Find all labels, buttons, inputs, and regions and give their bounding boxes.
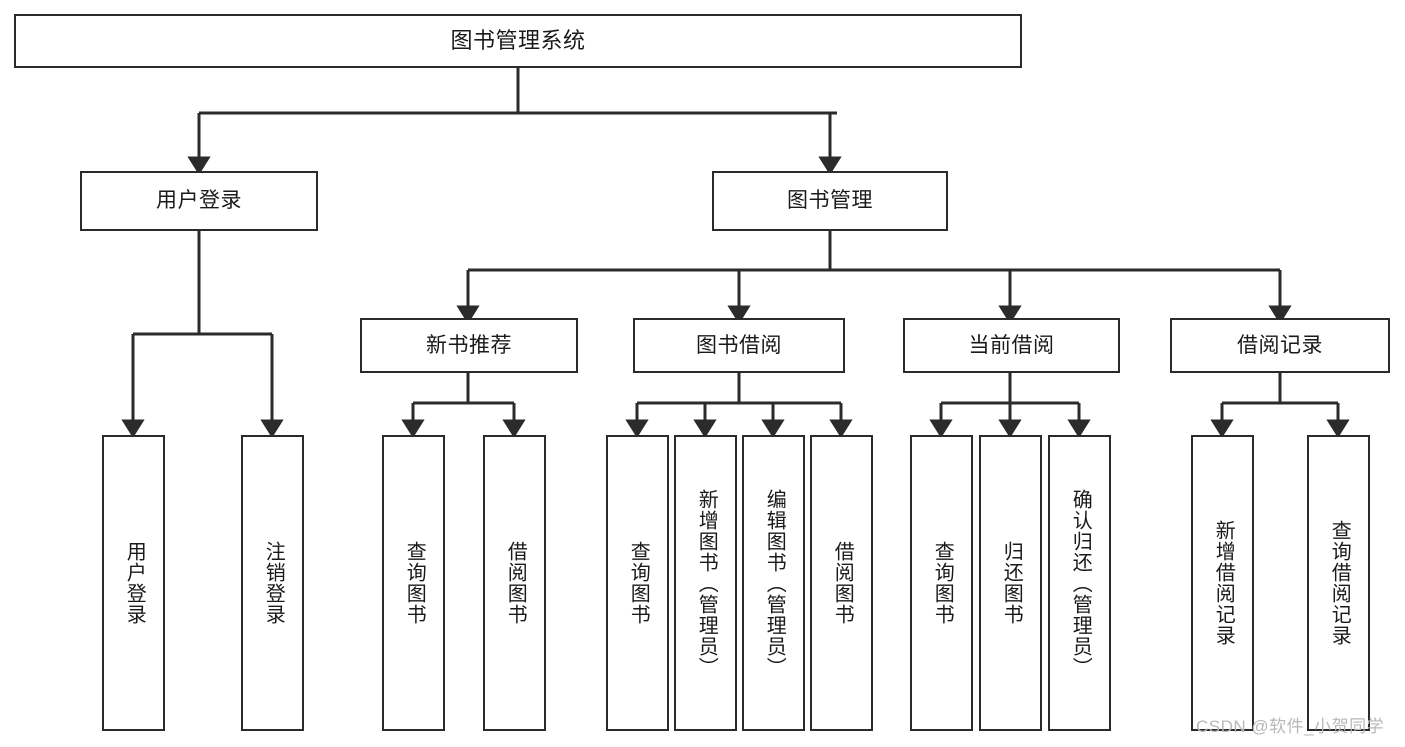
leaf-new-book-1[interactable]: 借阅图书 [483,435,546,731]
leaf-current-borrow-0[interactable]: 查询图书 [910,435,973,731]
node-book-borrow[interactable]: 图书借阅 [633,318,845,373]
node-book-manage-label: 图书管理 [787,189,873,213]
node-borrow-record-label: 借阅记录 [1237,333,1323,357]
node-borrow-record[interactable]: 借阅记录 [1170,318,1390,373]
leaf-user-login-0-label: 用户登录 [123,541,146,625]
leaf-book-borrow-3-label: 借阅图书 [831,541,854,625]
leaf-user-login-0[interactable]: 用户登录 [102,435,165,731]
leaf-current-borrow-1-label: 归还图书 [1000,541,1023,625]
leaf-new-book-1-label: 借阅图书 [504,541,527,625]
node-book-manage[interactable]: 图书管理 [712,171,948,231]
leaf-new-book-0[interactable]: 查询图书 [382,435,445,731]
leaf-current-borrow-2-label: 确认归还（管理员） [1069,488,1092,678]
watermark: CSDN @软件_小贺同学 [1196,717,1385,736]
leaf-book-borrow-1-label: 新增图书（管理员） [695,488,718,678]
node-book-borrow-label: 图书借阅 [696,333,782,357]
leaf-borrow-record-1-label: 查询借阅记录 [1328,520,1351,646]
node-root[interactable]: 图书管理系统 [14,14,1022,68]
leaf-user-login-1-label: 注销登录 [262,541,285,625]
node-new-book-recommend[interactable]: 新书推荐 [360,318,578,373]
leaf-current-borrow-2[interactable]: 确认归还（管理员） [1048,435,1111,731]
node-user-login[interactable]: 用户登录 [80,171,318,231]
leaf-borrow-record-1[interactable]: 查询借阅记录 [1307,435,1370,731]
leaf-current-borrow-0-label: 查询图书 [931,541,954,625]
node-new-book-recommend-label: 新书推荐 [426,333,512,357]
leaf-borrow-record-0[interactable]: 新增借阅记录 [1191,435,1254,731]
node-current-borrow-label: 当前借阅 [968,333,1055,357]
leaf-book-borrow-3[interactable]: 借阅图书 [810,435,873,731]
node-user-login-label: 用户登录 [156,189,242,213]
leaf-book-borrow-0[interactable]: 查询图书 [606,435,669,731]
leaf-book-borrow-1[interactable]: 新增图书（管理员） [674,435,737,731]
leaf-book-borrow-0-label: 查询图书 [627,541,650,625]
leaf-new-book-0-label: 查询图书 [403,541,426,625]
leaf-book-borrow-2-label: 编辑图书（管理员） [763,488,786,678]
leaf-book-borrow-2[interactable]: 编辑图书（管理员） [742,435,805,731]
leaf-borrow-record-0-label: 新增借阅记录 [1212,520,1235,646]
node-root-label: 图书管理系统 [450,27,586,53]
leaf-current-borrow-1[interactable]: 归还图书 [979,435,1042,731]
node-current-borrow[interactable]: 当前借阅 [903,318,1120,373]
leaf-user-login-1[interactable]: 注销登录 [241,435,304,731]
